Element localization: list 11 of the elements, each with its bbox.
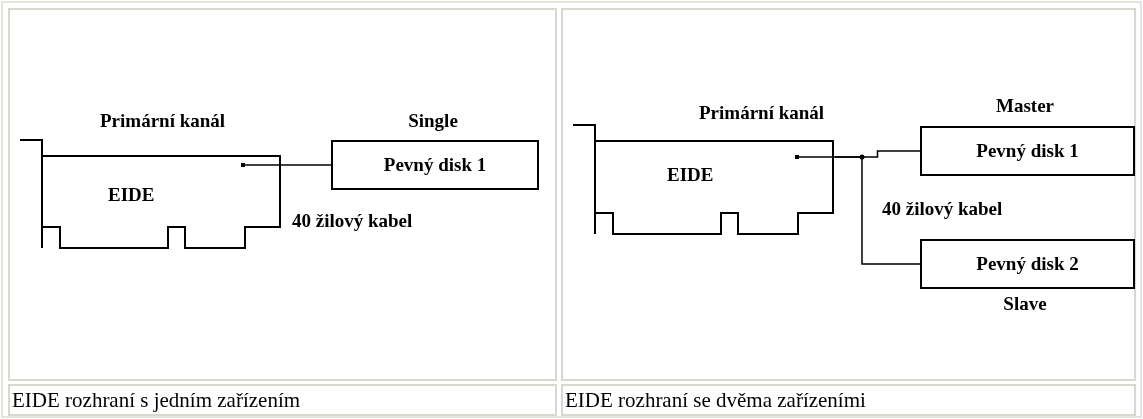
role-label: Master (995, 95, 1055, 117)
card-label: EIDE (667, 164, 714, 186)
cable-line (834, 156, 921, 265)
caption-text: EIDE rozhraní s jedním zařízením (12, 388, 301, 413)
card-label: EIDE (108, 184, 155, 206)
role-label: Slave (1002, 293, 1048, 315)
caption-text: EIDE rozhraní se dvěma zařízeními (565, 388, 866, 413)
channel-heading: Primární kanál (100, 110, 226, 132)
cable-line (281, 164, 332, 166)
channel-heading: Primární kanál (699, 102, 825, 124)
role-label: Single (407, 110, 459, 132)
